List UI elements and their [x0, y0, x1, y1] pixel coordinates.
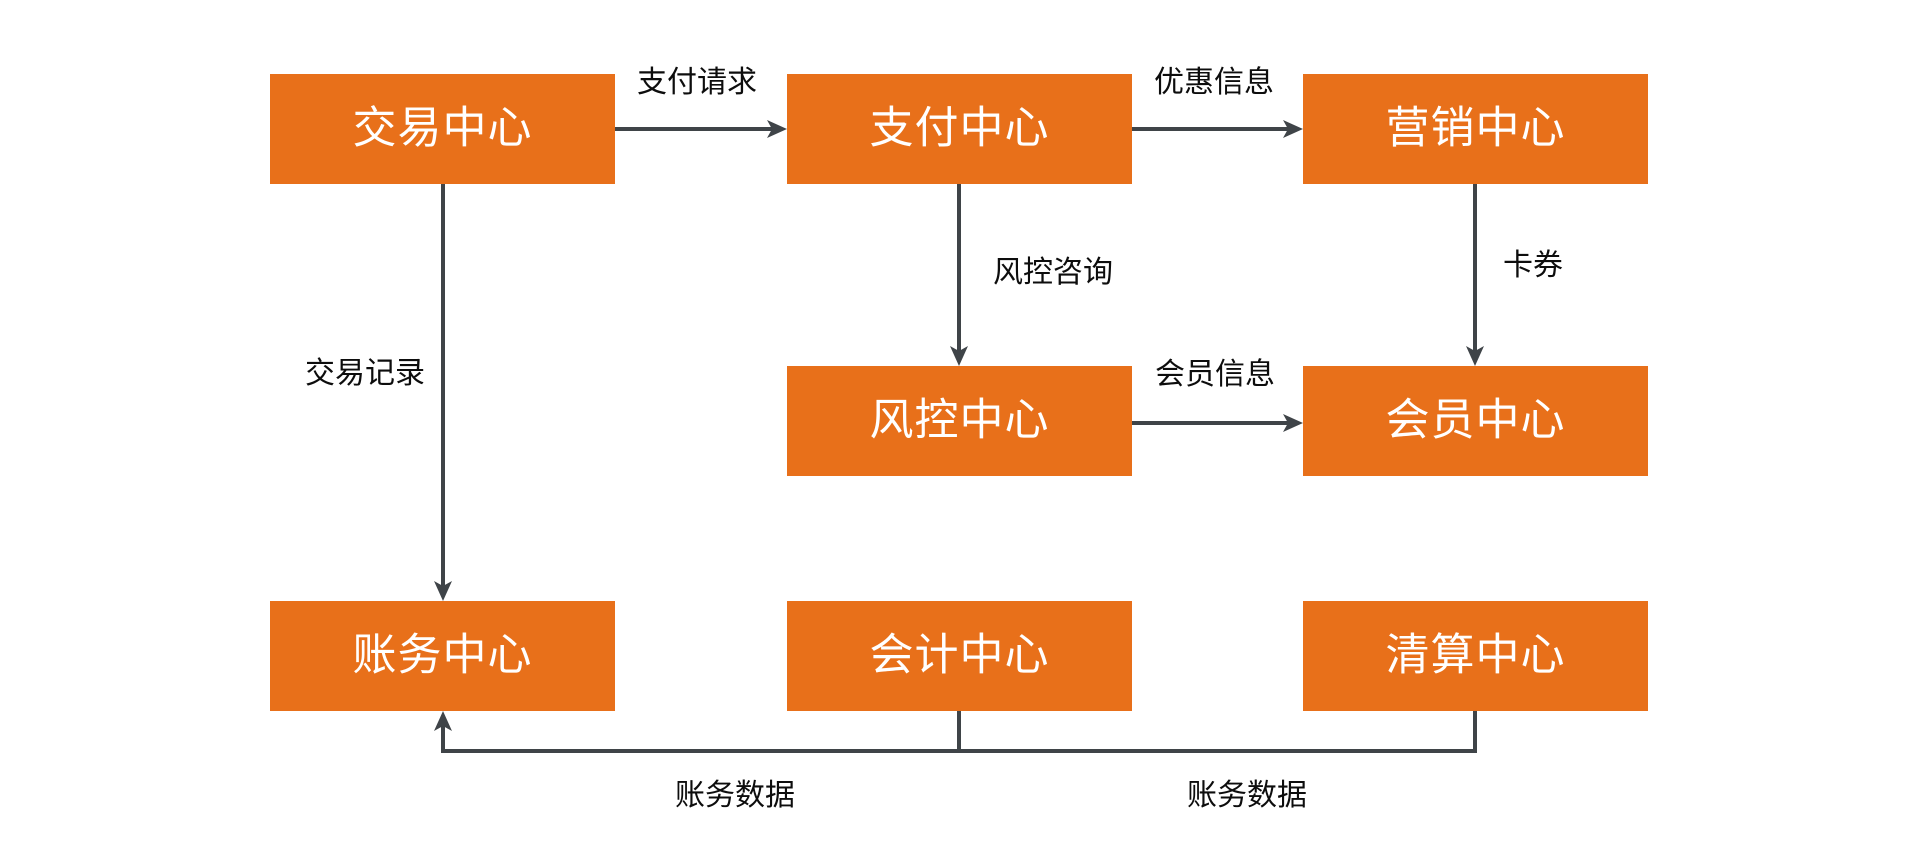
- edge-arrowhead: [1283, 414, 1303, 432]
- edge-trade-to-account: [434, 184, 452, 601]
- edge-arrowhead: [767, 120, 787, 138]
- node-trade[interactable]: 交易中心: [270, 74, 615, 184]
- edge-payment-to-riskcontrol: [950, 184, 968, 366]
- edges-layer: [434, 120, 1484, 753]
- edge-line: [441, 711, 961, 753]
- edge-accounting-to-account: [434, 711, 961, 753]
- edge-label-riskcontrol-to-member: 会员信息: [1155, 358, 1275, 391]
- edge-marketing-to-member: [1466, 184, 1484, 366]
- edge-label-settlement-to-account: 账务数据: [1187, 779, 1307, 812]
- node-riskcontrol[interactable]: 风控中心: [787, 366, 1132, 476]
- node-label: 交易中心: [353, 104, 533, 153]
- node-label: 账务中心: [353, 631, 533, 680]
- edge-arrowhead: [1283, 120, 1303, 138]
- edge-arrowhead: [950, 346, 968, 366]
- node-box[interactable]: [270, 601, 615, 711]
- edge-label-payment-to-marketing: 优惠信息: [1154, 66, 1274, 99]
- node-label: 支付中心: [870, 104, 1050, 153]
- node-label: 会员中心: [1386, 396, 1566, 445]
- edge-arrowhead: [1466, 346, 1484, 366]
- node-label: 清算中心: [1386, 631, 1566, 680]
- node-account[interactable]: 账务中心: [270, 601, 615, 711]
- node-settlement[interactable]: 清算中心: [1303, 601, 1648, 711]
- node-label: 风控中心: [870, 396, 1050, 445]
- node-payment[interactable]: 支付中心: [787, 74, 1132, 184]
- edge-arrowhead: [434, 711, 452, 731]
- node-box[interactable]: [1303, 366, 1648, 476]
- node-box[interactable]: [1303, 74, 1648, 184]
- edge-label-marketing-to-member: 卡券: [1503, 249, 1563, 282]
- edge-arrowhead: [434, 581, 452, 601]
- node-box[interactable]: [787, 601, 1132, 711]
- edge-label-trade-to-account: 交易记录: [305, 357, 425, 390]
- edge-label-accounting-to-account: 账务数据: [675, 779, 795, 812]
- node-marketing[interactable]: 营销中心: [1303, 74, 1648, 184]
- edge-riskcontrol-to-member: [1132, 414, 1303, 432]
- node-box[interactable]: [270, 74, 615, 184]
- edge-payment-to-marketing: [1132, 120, 1303, 138]
- node-accounting[interactable]: 会计中心: [787, 601, 1132, 711]
- edge-settlement-to-account: [959, 711, 1477, 753]
- edge-line: [959, 711, 1477, 753]
- node-label: 营销中心: [1386, 104, 1566, 153]
- node-label: 会计中心: [870, 631, 1050, 680]
- edge-label-trade-to-payment: 支付请求: [637, 66, 757, 99]
- node-box[interactable]: [1303, 601, 1648, 711]
- edge-label-payment-to-riskcontrol: 风控咨询: [993, 256, 1113, 289]
- edge-trade-to-payment: [615, 120, 787, 138]
- node-member[interactable]: 会员中心: [1303, 366, 1648, 476]
- node-box[interactable]: [787, 366, 1132, 476]
- node-box[interactable]: [787, 74, 1132, 184]
